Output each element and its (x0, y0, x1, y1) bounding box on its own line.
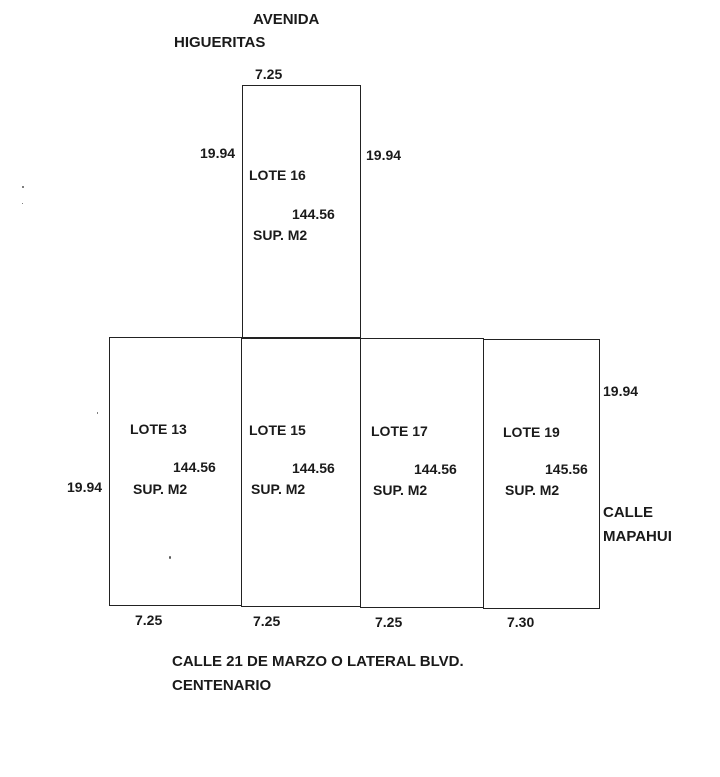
lot-16-area: 144.56 (292, 206, 335, 222)
street-east-line2: MAPAHUI (603, 528, 672, 545)
lot-13-area: 144.56 (173, 459, 216, 475)
lot-15-area: 144.56 (292, 460, 335, 476)
scan-speck (22, 186, 24, 188)
lot-15-area-unit: SUP. M2 (251, 481, 306, 497)
lot-16-front-dimension: 7.25 (255, 66, 283, 82)
lot-17-label: LOTE 17 (371, 423, 428, 439)
lot-19-area-unit: SUP. M2 (505, 482, 560, 498)
scan-speck (97, 412, 98, 414)
lot-17-front-dimension: 7.25 (375, 614, 403, 630)
lot-16-area-unit: SUP. M2 (253, 227, 308, 243)
lot-13-label: LOTE 13 (130, 421, 187, 437)
street-south-line1: CALLE 21 DE MARZO O LATERAL BLVD. (172, 653, 464, 670)
scan-speck (22, 203, 23, 204)
lot-19-right-dimension: 19.94 (603, 383, 639, 399)
lot-19-front-dimension: 7.30 (507, 614, 535, 630)
lot-16-outline (242, 85, 361, 339)
lot-17-area: 144.56 (414, 461, 457, 477)
lot-16-right-dimension: 19.94 (366, 147, 402, 163)
lot-13-area-unit: SUP. M2 (133, 481, 188, 497)
street-east-line1: CALLE (603, 504, 653, 521)
street-north-line2: HIGUERITAS (174, 34, 266, 51)
lot-13-left-dimension: 19.94 (67, 479, 103, 495)
lot-15-label: LOTE 15 (249, 422, 306, 438)
lot-19-outline (483, 339, 600, 609)
scan-speck (169, 556, 171, 559)
lot-16-left-dimension: 19.94 (200, 145, 236, 161)
lot-15-front-dimension: 7.25 (253, 613, 281, 629)
lot-19-label: LOTE 19 (503, 424, 560, 440)
lot-17-area-unit: SUP. M2 (373, 482, 428, 498)
lot-19-area: 145.56 (545, 461, 588, 477)
lot-13-front-dimension: 7.25 (135, 612, 163, 628)
street-south-line2: CENTENARIO (172, 677, 272, 694)
lot-16-label: LOTE 16 (249, 167, 306, 183)
street-north-line1: AVENIDA (253, 11, 320, 28)
